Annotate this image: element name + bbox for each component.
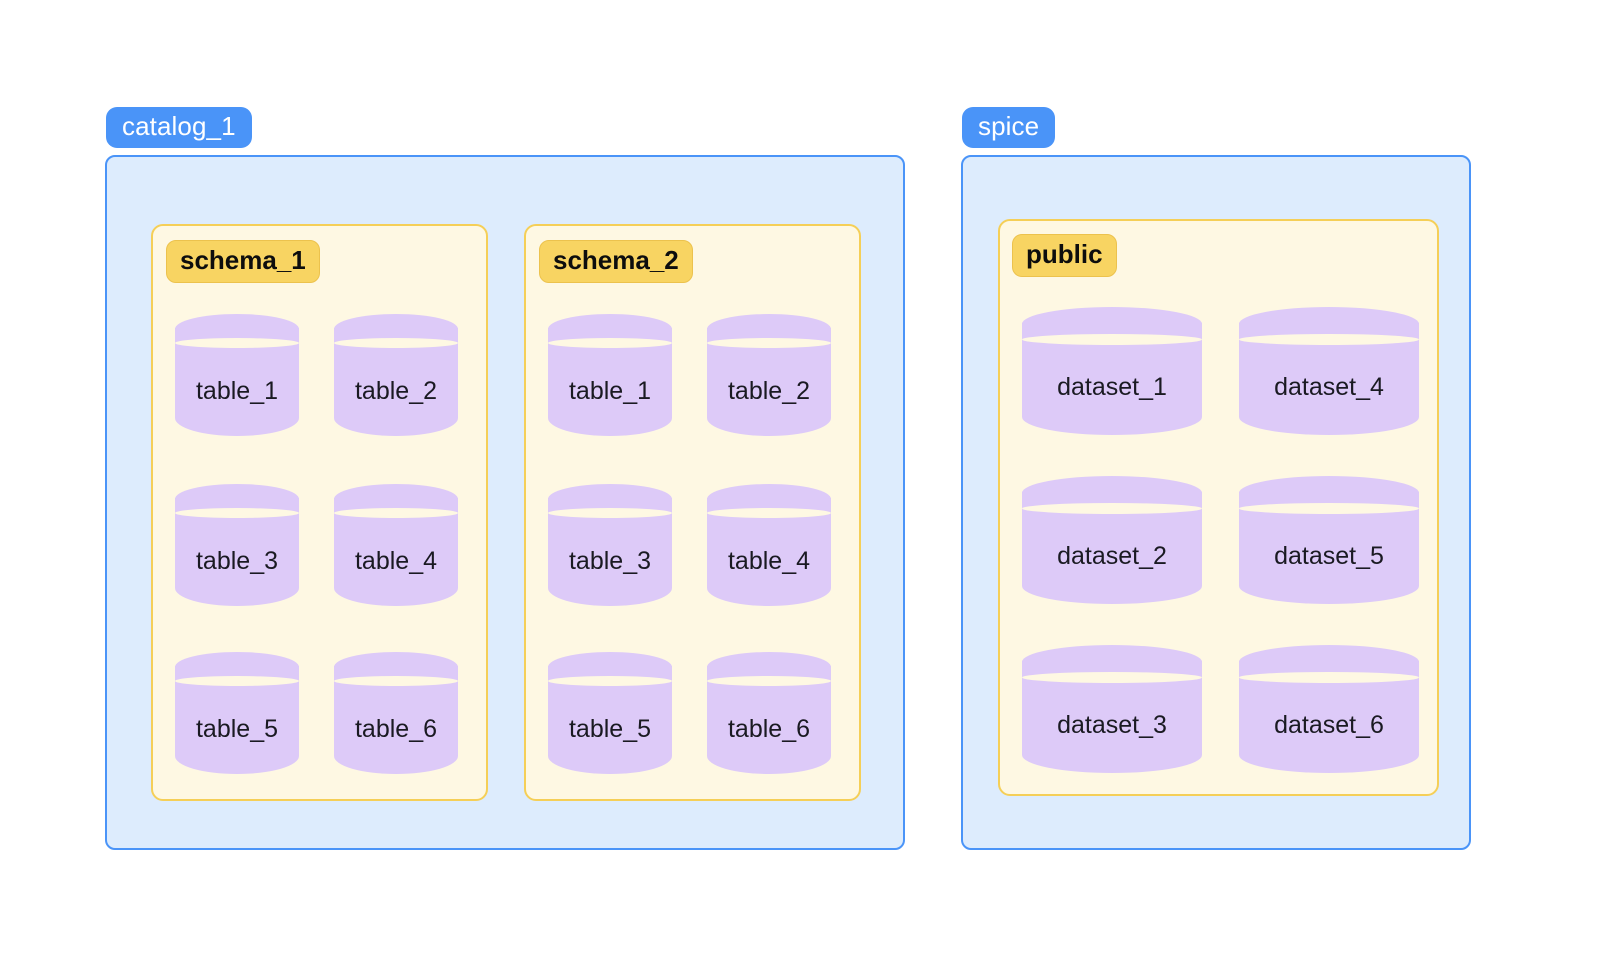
cylinder-label: table_2 — [354, 377, 438, 405]
cylinder-table_6[interactable]: table_6 — [334, 652, 458, 774]
cylinder-seam — [707, 508, 831, 518]
schema-box-schema_1: schema_1 table_1 table_2 table_3 — [151, 224, 488, 801]
cylinder-label: table_3 — [568, 547, 652, 575]
cylinder-label: dataset_3 — [1057, 711, 1167, 739]
cylinder-seam — [334, 338, 458, 348]
cylinder-label: table_6 — [354, 715, 438, 743]
cylinder-table_4[interactable]: table_4 — [707, 484, 831, 606]
cylinder-label: table_2 — [727, 377, 811, 405]
catalog-badge-catalog_1[interactable]: catalog_1 — [106, 107, 252, 148]
cylinder-seam — [707, 338, 831, 348]
cylinder-dataset_4[interactable]: dataset_4 — [1239, 307, 1419, 435]
cylinder-dataset_6[interactable]: dataset_6 — [1239, 645, 1419, 773]
cylinder-seam — [707, 676, 831, 686]
cylinder-dataset_2[interactable]: dataset_2 — [1022, 476, 1202, 604]
cylinder-seam — [1239, 503, 1419, 514]
schema-box-schema_2: schema_2 table_1 table_2 table_3 — [524, 224, 861, 801]
schema-badge-schema_2[interactable]: schema_2 — [539, 240, 693, 283]
catalog-badge-spice[interactable]: spice — [962, 107, 1056, 148]
cylinder-label: dataset_5 — [1274, 542, 1384, 570]
cylinder-seam — [1239, 334, 1419, 345]
cylinder-seam — [334, 676, 458, 686]
cylinder-seam — [1239, 672, 1419, 683]
cylinder-label: table_4 — [727, 547, 811, 575]
cylinder-label: table_6 — [727, 715, 811, 743]
cylinder-table_5[interactable]: table_5 — [175, 652, 299, 774]
cylinder-label: dataset_4 — [1274, 373, 1384, 401]
catalog-group-spice: spice public dataset_1 dataset_4 — [961, 107, 1472, 850]
schema-badge-public[interactable]: public — [1012, 234, 1117, 277]
cylinder-table_1[interactable]: table_1 — [175, 314, 299, 436]
cylinder-seam — [175, 676, 299, 686]
cylinder-table_6[interactable]: table_6 — [707, 652, 831, 774]
cylinder-table_3[interactable]: table_3 — [175, 484, 299, 606]
cylinder-label: table_1 — [195, 377, 279, 405]
cylinder-table_4[interactable]: table_4 — [334, 484, 458, 606]
cylinder-table_1[interactable]: table_1 — [548, 314, 672, 436]
schema-box-public: public dataset_1 dataset_4 dataset_2 — [998, 219, 1439, 796]
cylinder-seam — [175, 338, 299, 348]
cylinder-label: table_4 — [354, 547, 438, 575]
cylinder-table_5[interactable]: table_5 — [548, 652, 672, 774]
cylinder-label: dataset_2 — [1057, 542, 1167, 570]
cylinder-dataset_3[interactable]: dataset_3 — [1022, 645, 1202, 773]
cylinder-seam — [1022, 334, 1202, 345]
cylinder-dataset_1[interactable]: dataset_1 — [1022, 307, 1202, 435]
cylinder-label: table_5 — [195, 715, 279, 743]
cylinder-seam — [548, 338, 672, 348]
schema-badge-schema_1[interactable]: schema_1 — [166, 240, 320, 283]
cylinder-seam — [548, 508, 672, 518]
cylinder-seam — [175, 508, 299, 518]
cylinder-dataset_5[interactable]: dataset_5 — [1239, 476, 1419, 604]
cylinder-label: dataset_1 — [1057, 373, 1167, 401]
cylinder-seam — [1022, 503, 1202, 514]
cylinder-table_2[interactable]: table_2 — [334, 314, 458, 436]
cylinder-label: table_5 — [568, 715, 652, 743]
cylinder-seam — [548, 676, 672, 686]
catalog-box-catalog_1: schema_1 table_1 table_2 table_3 — [105, 155, 905, 850]
catalog-box-spice: public dataset_1 dataset_4 dataset_2 — [961, 155, 1471, 850]
cylinder-seam — [1022, 672, 1202, 683]
cylinder-label: table_3 — [195, 547, 279, 575]
cylinder-label: dataset_6 — [1274, 711, 1384, 739]
cylinder-seam — [334, 508, 458, 518]
catalog-group-catalog_1: catalog_1 schema_1 table_1 table_2 — [105, 107, 906, 850]
cylinder-table_2[interactable]: table_2 — [707, 314, 831, 436]
cylinder-table_3[interactable]: table_3 — [548, 484, 672, 606]
cylinder-label: table_1 — [568, 377, 652, 405]
